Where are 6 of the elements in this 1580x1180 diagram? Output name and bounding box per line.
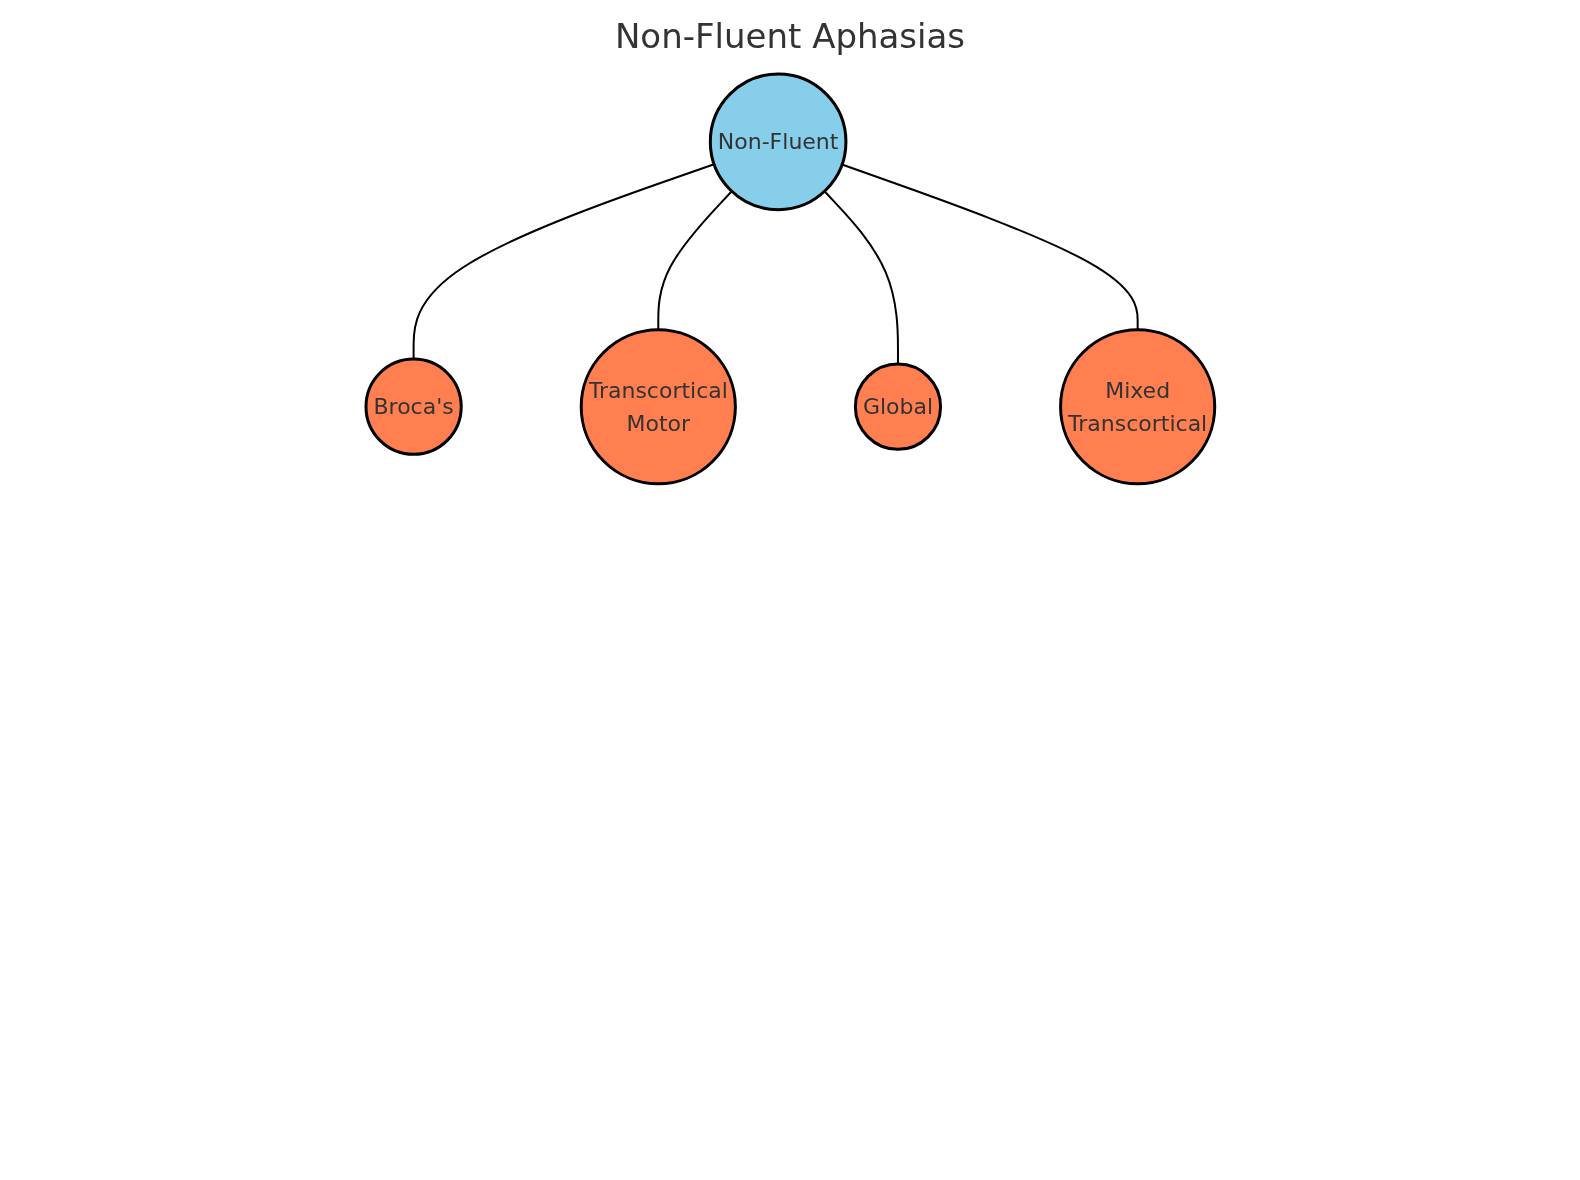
node-circle: Global <box>853 362 942 451</box>
node-circle: Mixed Transcortical <box>1058 328 1216 486</box>
node-circle: Transcortical Motor <box>579 328 737 486</box>
diagram-title: Non-Fluent Aphasias <box>613 16 967 56</box>
node-circle: Non-Fluent <box>708 72 848 212</box>
node-circle: Broca's <box>364 357 463 456</box>
